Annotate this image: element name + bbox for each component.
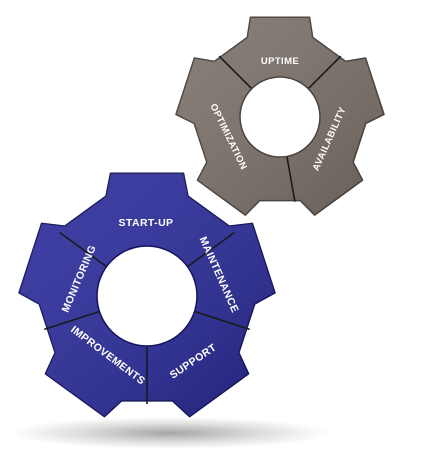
gear-small-divider-3 — [218, 55, 253, 90]
gear-large-dividers — [44, 231, 250, 404]
gear-large-divider-3 — [194, 310, 250, 331]
gear-small: UPTIME AVAILABILITY OPTIMIZATION — [175, 16, 385, 216]
segment-label-uptime: UPTIME — [261, 56, 299, 67]
gear-large-center-hole — [96, 245, 198, 347]
gear-small-divider-2 — [286, 156, 296, 202]
gear-large-divider-2 — [187, 231, 235, 268]
floor-shadow — [10, 417, 330, 449]
gear-large-divider-5 — [44, 310, 100, 331]
gear-small-divider-1 — [307, 55, 342, 90]
gear-small-dividers — [218, 55, 342, 202]
gear-small-center-hole — [239, 76, 321, 158]
segment-label-start-up: START-UP — [119, 217, 174, 229]
gear-large-divider-1 — [59, 231, 107, 268]
gear-large: START-UP MAINTENANCE SUPPORT IMPROVEMENT… — [18, 172, 276, 418]
